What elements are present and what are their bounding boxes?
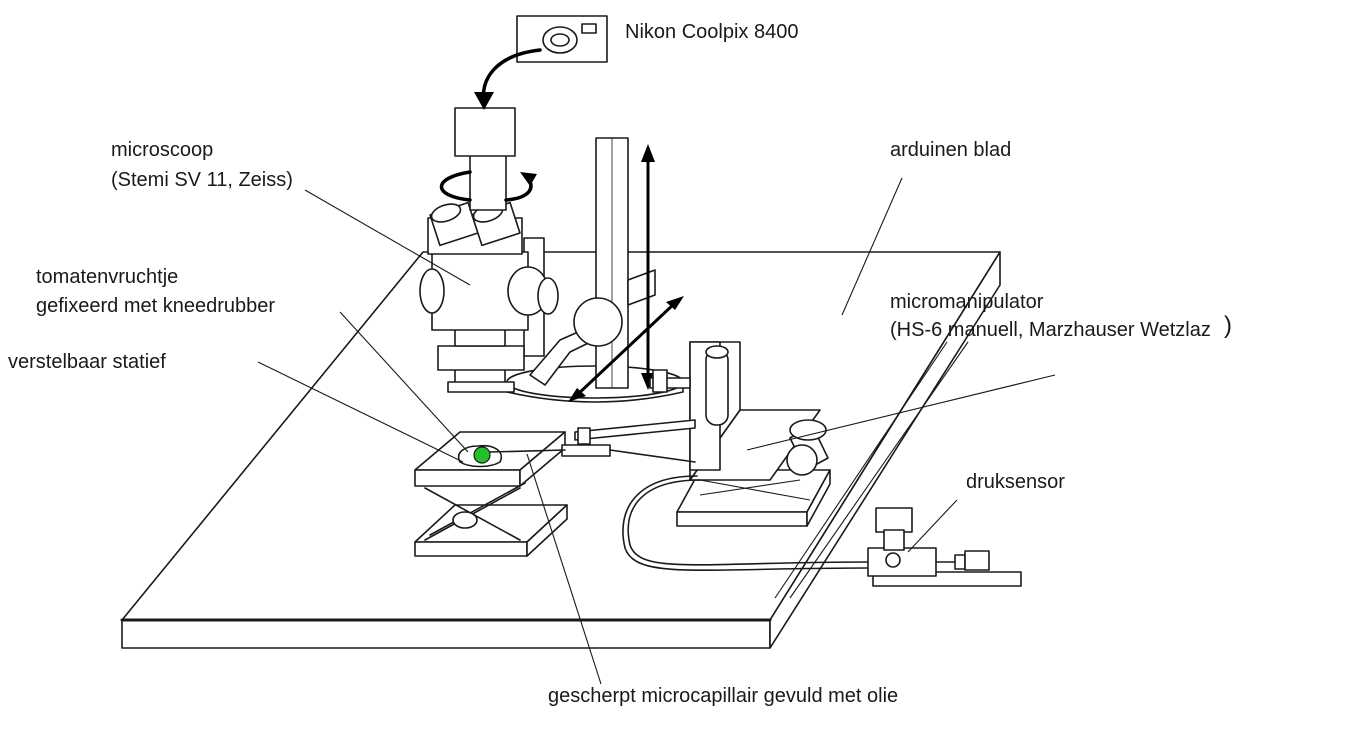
label-tomato: tomatenvruchtje	[36, 265, 178, 289]
tomato-fruit-marker	[474, 447, 490, 463]
pressure-sensor	[868, 508, 1021, 586]
label-tomato-fixation: gefixeerd met kneedrubber	[36, 294, 275, 318]
label-micromanipulator-model: (HS-6 manuell, Marzhauser Wetzlaz	[890, 318, 1211, 342]
label-table-top: arduinen blad	[890, 138, 1011, 162]
label-micromanipulator-paren: )	[1224, 314, 1232, 338]
label-adjustable-stand: verstelbaar statief	[8, 350, 166, 374]
label-capillary: gescherpt microcapillair gevuld met olie	[548, 684, 898, 708]
label-microscope-model: (Stemi SV 11, Zeiss)	[111, 168, 293, 192]
camera	[517, 16, 607, 62]
label-pressure-sensor: druksensor	[966, 470, 1065, 494]
label-micromanipulator: micromanipulator	[890, 290, 1043, 314]
label-camera: Nikon Coolpix 8400	[625, 20, 798, 44]
label-microscope: microscoop	[111, 138, 213, 162]
